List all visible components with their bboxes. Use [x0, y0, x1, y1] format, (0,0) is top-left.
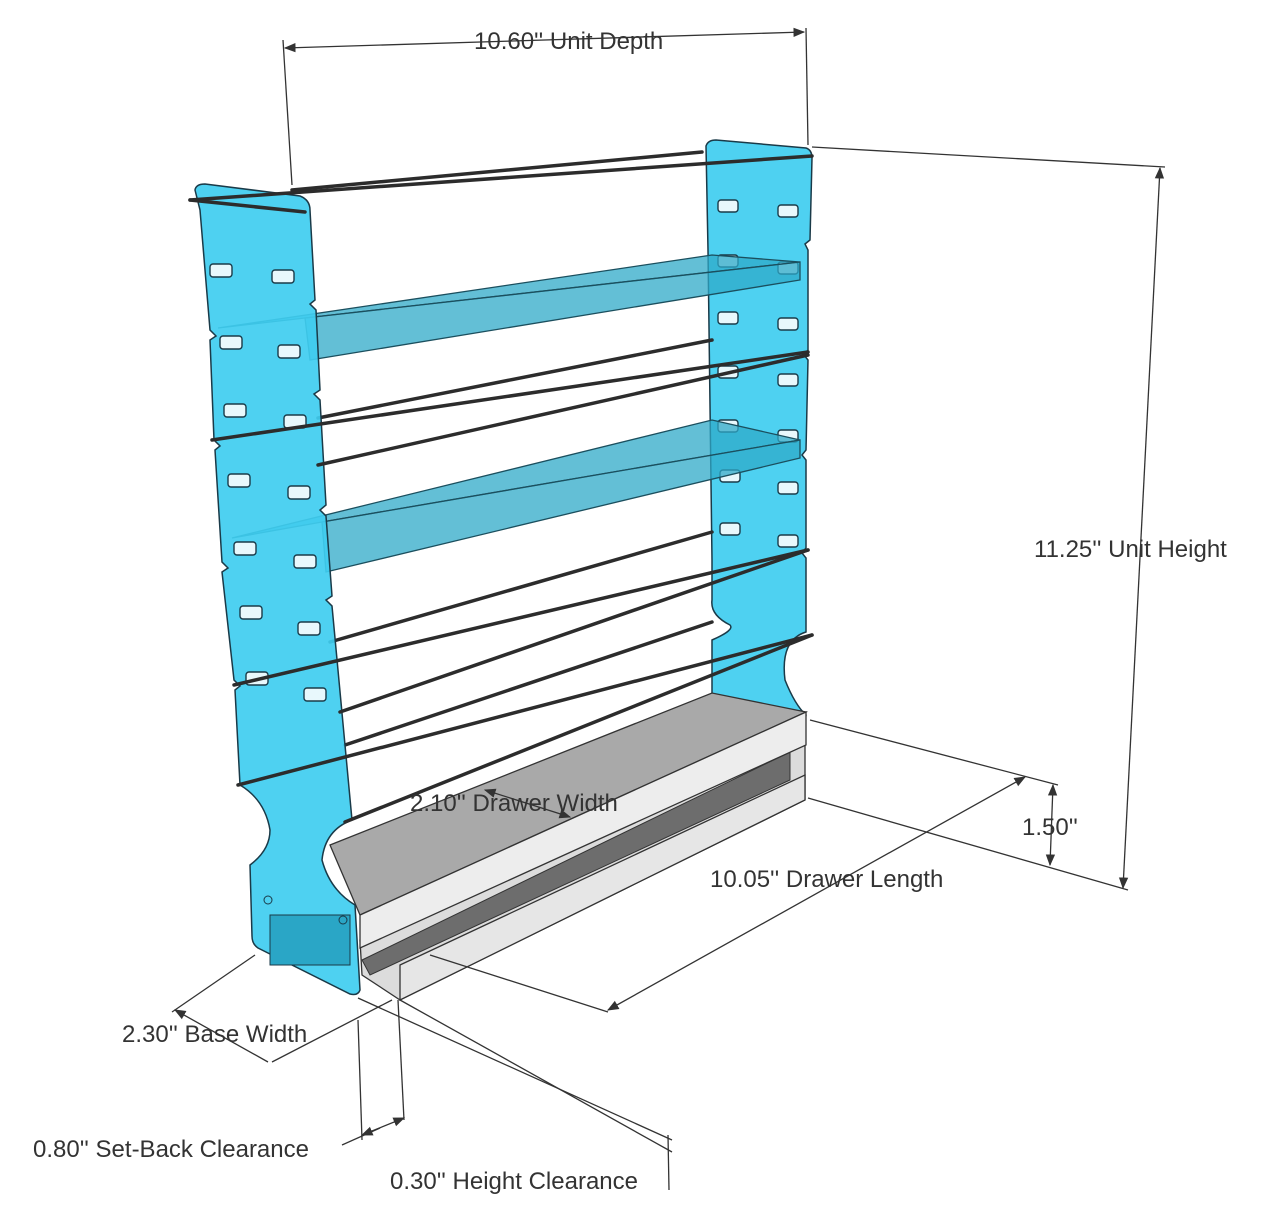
- drawer-height-label: 1.50'': [1022, 814, 1078, 841]
- front-rods: [188, 154, 814, 824]
- setback-clearance-label: 0.80'' Set-Back Clearance: [33, 1136, 309, 1163]
- height-clearance-label: 0.30'' Height Clearance: [390, 1168, 638, 1195]
- back-rods: [290, 150, 714, 747]
- dimension-lines: [171, 27, 1166, 1191]
- drawer: [329, 692, 809, 1002]
- left-panel-slots: [209, 263, 351, 966]
- drawer-length-label: 10.05'' Drawer Length: [710, 866, 944, 893]
- base-width-label: 2.30'' Base Width: [122, 1021, 308, 1048]
- drawer-width-label: 2.10'' Drawer Width: [410, 790, 618, 817]
- shelves: [217, 254, 801, 573]
- unit-height-label: 11.25'' Unit Height: [1034, 536, 1227, 563]
- left-side-panel: [194, 183, 361, 996]
- unit-depth-label: 10.60'' Unit Depth: [474, 28, 664, 55]
